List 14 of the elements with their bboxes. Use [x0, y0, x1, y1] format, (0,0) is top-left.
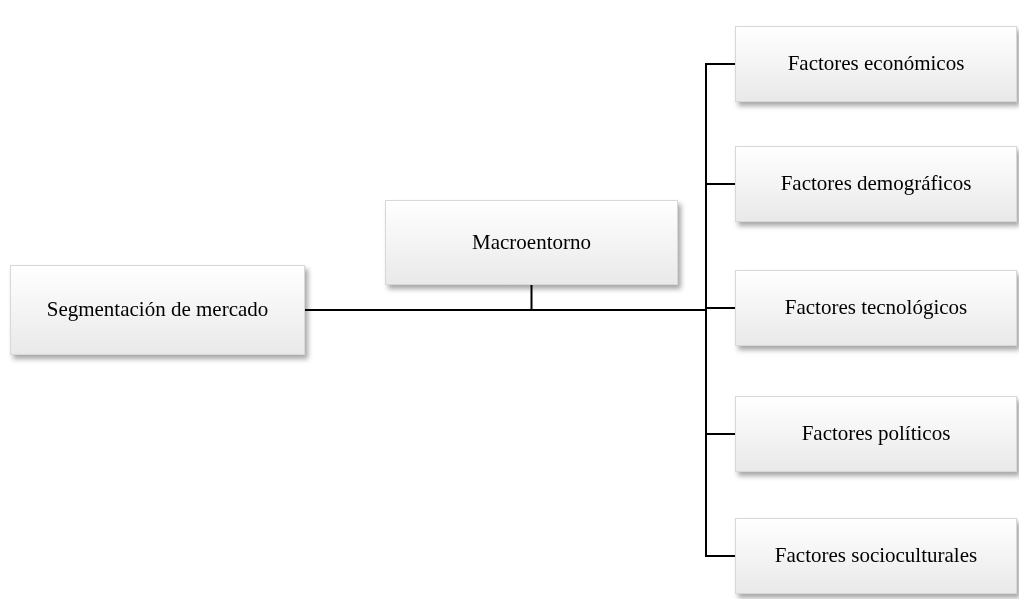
box-label: Factores demográficos [780, 171, 972, 197]
text-box [735, 518, 1017, 594]
text-box [10, 265, 305, 355]
text-box [735, 146, 1017, 222]
box-label: Macroentorno [472, 229, 591, 256]
text-box [385, 200, 678, 285]
text-box [735, 26, 1017, 102]
box-label: Segmentación de mercado [46, 297, 269, 323]
box-label: Factores tecnológicos [784, 295, 968, 321]
text-box [735, 270, 1017, 346]
box-label: Factores políticos [801, 421, 951, 447]
text-box [735, 396, 1017, 472]
box-label: Factores económicos [787, 51, 965, 77]
box-label: Factores socioculturales [774, 543, 978, 569]
